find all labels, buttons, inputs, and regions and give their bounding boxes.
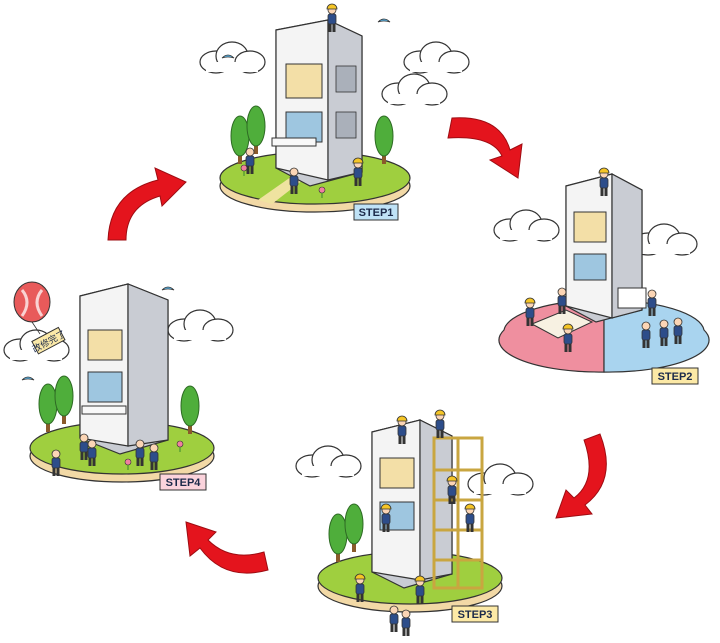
- scaffolding: [432, 436, 484, 590]
- person-figure: [401, 609, 411, 637]
- tree-icon: [38, 383, 58, 433]
- step4-tag: STEP4: [159, 473, 207, 491]
- cloud: [295, 445, 362, 478]
- step4-scene: 改修完了 STEP4: [3, 281, 234, 491]
- cloud: [381, 73, 448, 106]
- cycle-arrows: [107, 117, 607, 574]
- tree-icon: [180, 385, 200, 435]
- tree-icon: [374, 115, 394, 165]
- step2-scene: STEP2: [493, 167, 710, 385]
- cloud: [403, 41, 470, 74]
- arrow-step3-to-step4: [185, 521, 269, 574]
- step1-scene: STEP1: [199, 3, 470, 221]
- step1-label: STEP1: [359, 207, 394, 219]
- cloud: [167, 309, 234, 342]
- bird-icon: [377, 18, 391, 23]
- arrow-step2-to-step3: [555, 433, 607, 519]
- tree-icon: [328, 513, 348, 563]
- step2-tag: STEP2: [651, 367, 699, 385]
- tree-icon: [344, 503, 364, 553]
- step3-scene: STEP3: [295, 409, 534, 637]
- arrow-step1-to-step2: [447, 117, 523, 179]
- person-figure: [389, 605, 399, 633]
- tree-icon: [246, 105, 266, 155]
- arrow-step4-to-step1: [107, 167, 187, 241]
- tree-icon: [54, 375, 74, 425]
- step3-tag: STEP3: [451, 605, 499, 623]
- step2-label: STEP2: [658, 371, 693, 383]
- bird-icon: [161, 286, 175, 291]
- step4-label: STEP4: [166, 477, 202, 489]
- step1-tag: STEP1: [353, 203, 399, 221]
- cloud: [493, 209, 560, 242]
- bird-icon: [21, 376, 35, 381]
- step3-label: STEP3: [458, 609, 493, 621]
- worker-figure: [464, 503, 476, 533]
